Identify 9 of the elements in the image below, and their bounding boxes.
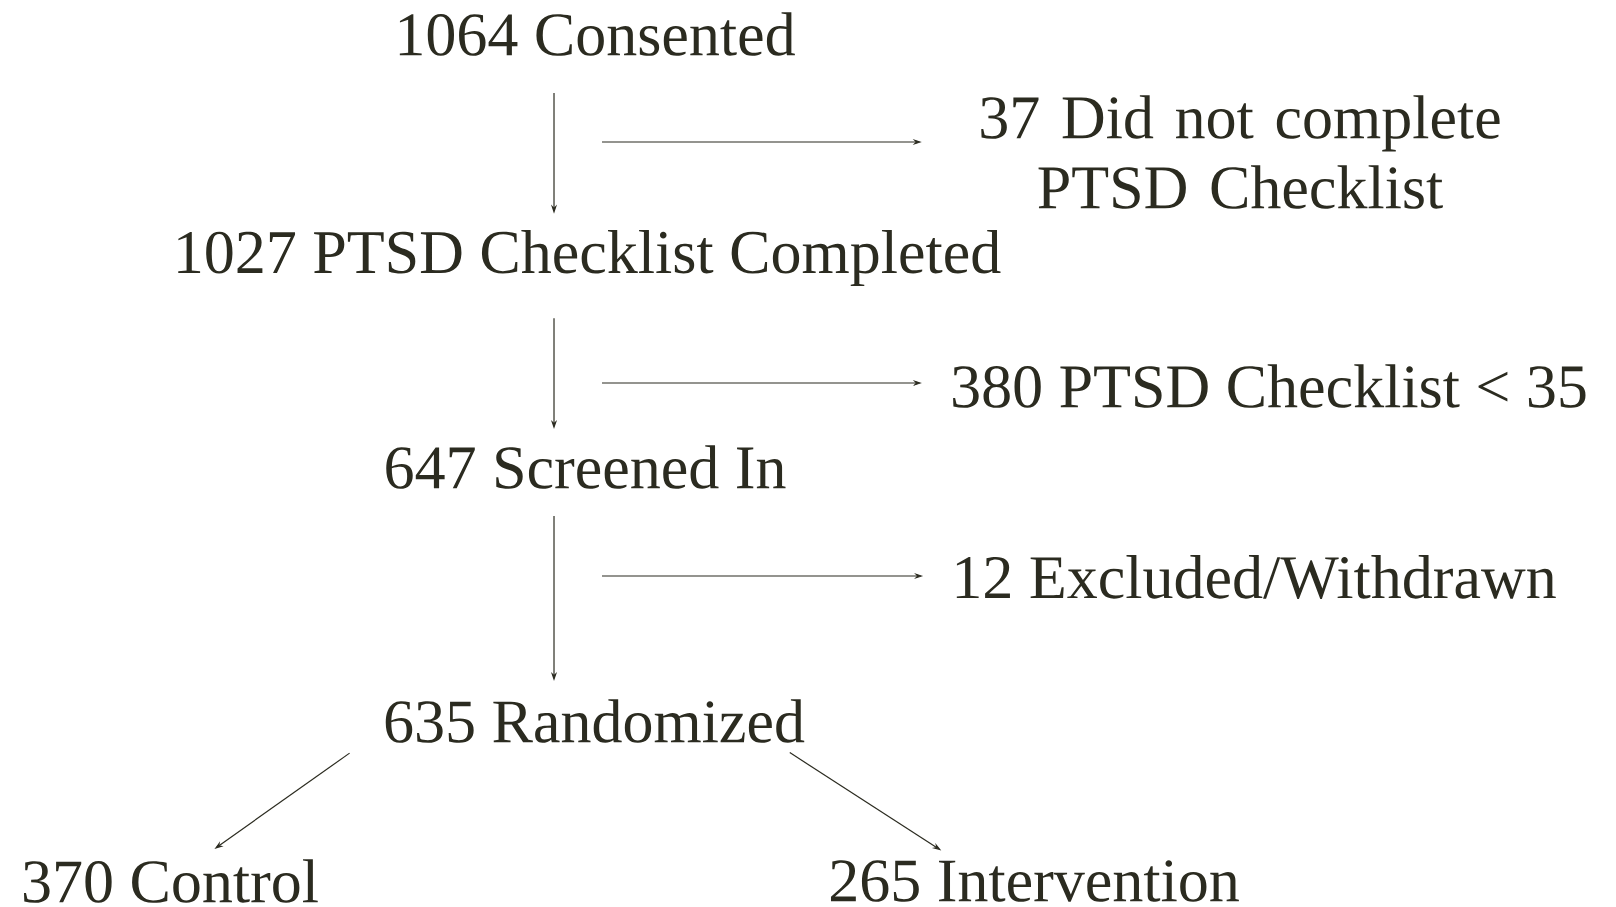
node-text: 370 Control: [24, 859, 318, 903]
node-text: 1027 PTSD Checklist Completed: [178, 229, 1001, 287]
node-text: 12 Excluded/Withdrawn: [956, 555, 1556, 599]
node-text: 1064 Consented: [399, 12, 795, 56]
node-text: 635 Randomized: [385, 699, 805, 743]
node-text: 37 Did not complete PTSD Checklist: [981, 95, 1500, 209]
node-text: 647 Screened In: [386, 445, 786, 489]
node-text: 380 PTSD Checklist < 35: [953, 364, 1586, 408]
node-text: 265 Intervention: [831, 860, 1239, 902]
